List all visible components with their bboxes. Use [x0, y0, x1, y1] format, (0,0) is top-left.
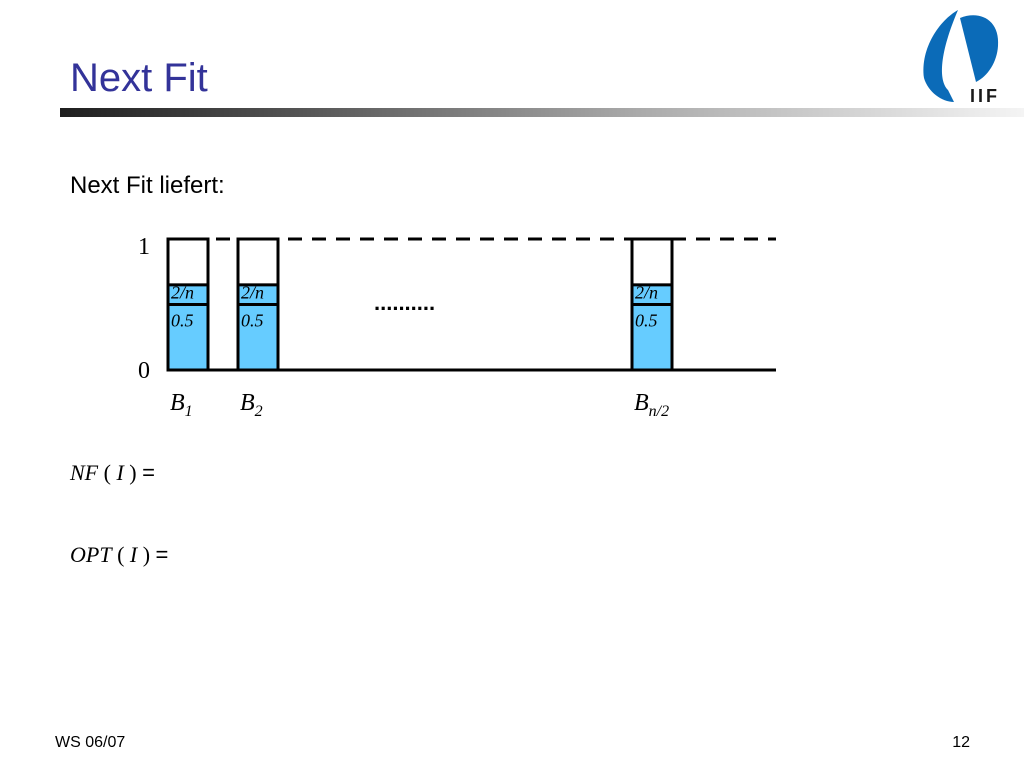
opt-equals: = [155, 542, 169, 567]
bin-2-label: B2 [240, 390, 263, 420]
opt-arg: I [129, 542, 138, 567]
nf-close-paren: ) [129, 460, 137, 485]
y-min-label: 0 [138, 358, 150, 384]
bin-1-outline [166, 237, 210, 372]
bin-1-item-2-label: 2/n [171, 283, 194, 303]
logo-swoosh-left [923, 10, 958, 102]
opt-open-paren: ( [117, 542, 125, 567]
title-divider [60, 108, 1024, 117]
bin-3-outline [630, 237, 674, 372]
intro-text: Next Fit liefert: [70, 172, 225, 199]
bin-3-item-2-label: 2/n [635, 283, 658, 303]
logo-swoosh-right [960, 15, 999, 83]
ellipsis: .......... [374, 290, 435, 315]
y-max-label: 1 [138, 234, 150, 260]
opt-close-paren: ) [142, 542, 151, 567]
iif-logo-icon: IIF [918, 6, 1002, 106]
nf-formula: NF ( I ) = [70, 460, 155, 486]
bin-2-item-2-label: 2/n [241, 283, 264, 303]
bin-3-item-1-label: 0.5 [635, 311, 658, 331]
bin-1-label: B1 [170, 390, 193, 420]
nf-equals: = [142, 460, 155, 485]
logo-text: IIF [970, 86, 1000, 106]
bin-2-item-1-label: 0.5 [241, 311, 264, 331]
slide-title: Next Fit [70, 56, 208, 100]
bin-2-outline [236, 237, 280, 372]
nf-arg: I [116, 460, 124, 485]
bin-3-label: Bn/2 [634, 390, 669, 420]
bin-1-item-1-label: 0.5 [171, 311, 194, 331]
opt-name: OPT [70, 542, 112, 567]
nf-name: NF [70, 460, 99, 485]
footer-page-number: 12 [952, 734, 970, 751]
opt-formula: OPT ( I ) = [70, 542, 168, 568]
footer-semester: WS 06/07 [55, 734, 126, 751]
nf-open-paren: ( [103, 460, 111, 485]
